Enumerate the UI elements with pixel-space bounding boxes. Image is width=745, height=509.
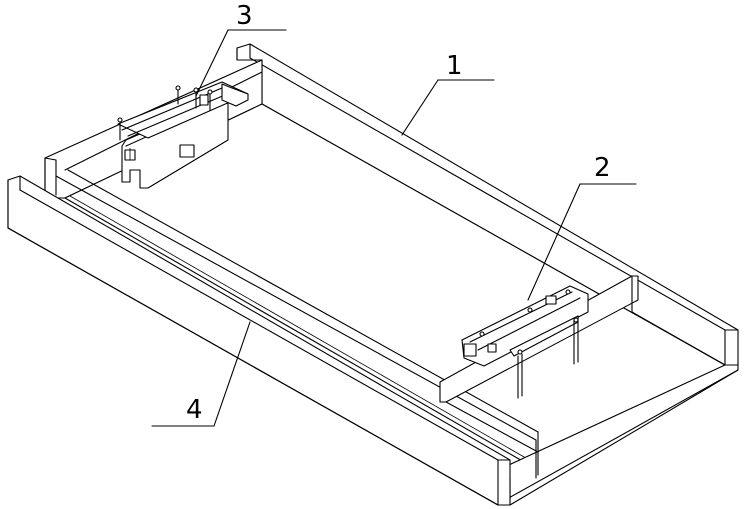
gantry-mechanism-upper xyxy=(117,81,249,189)
callout-3: 3 xyxy=(195,1,287,97)
callout-label-2: 2 xyxy=(594,153,611,183)
callout-label-1: 1 xyxy=(446,51,463,81)
callout-4: 4 xyxy=(151,321,251,427)
callout-label-4: 4 xyxy=(186,395,203,425)
callout-2: 2 xyxy=(527,153,637,301)
callout-1: 1 xyxy=(401,51,495,136)
tray-frame xyxy=(7,43,739,506)
callout-label-3: 3 xyxy=(236,1,253,31)
gantry-mechanism-lower xyxy=(461,285,589,399)
